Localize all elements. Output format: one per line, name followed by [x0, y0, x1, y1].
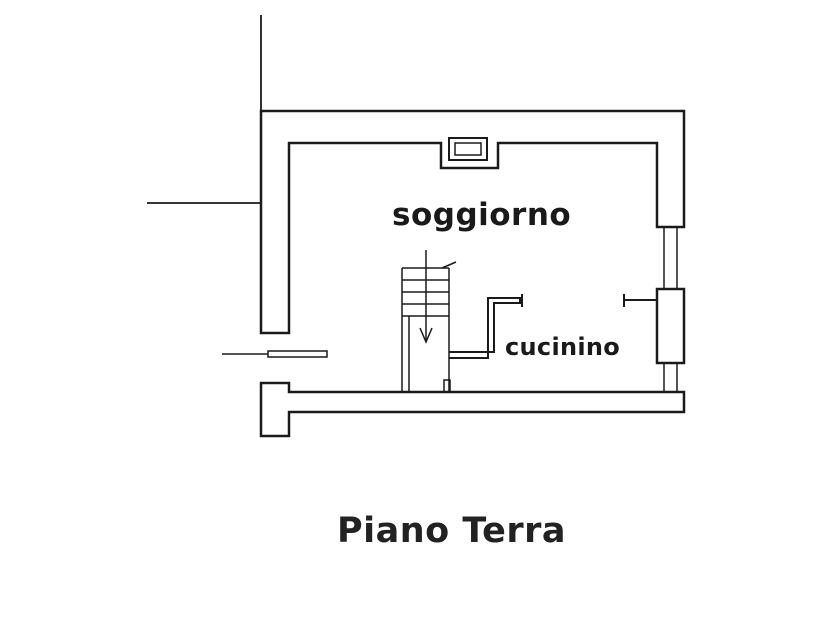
floor-title: Piano Terra: [337, 511, 567, 551]
fireplace-outer: [448, 137, 488, 161]
stair-post: [443, 379, 451, 393]
staircase: [401, 250, 457, 392]
entrance-door-panel: [267, 350, 328, 358]
kitchenette-partition: [449, 297, 521, 359]
outer-wall-bottom: [259, 381, 686, 438]
room-label-kitchenette: cucinino: [505, 333, 621, 361]
fireplace-inner: [454, 142, 482, 156]
right-wall-lower: [655, 287, 686, 365]
outer-wall-top: [259, 109, 686, 335]
room-label-living-room: soggiorno: [392, 197, 572, 233]
